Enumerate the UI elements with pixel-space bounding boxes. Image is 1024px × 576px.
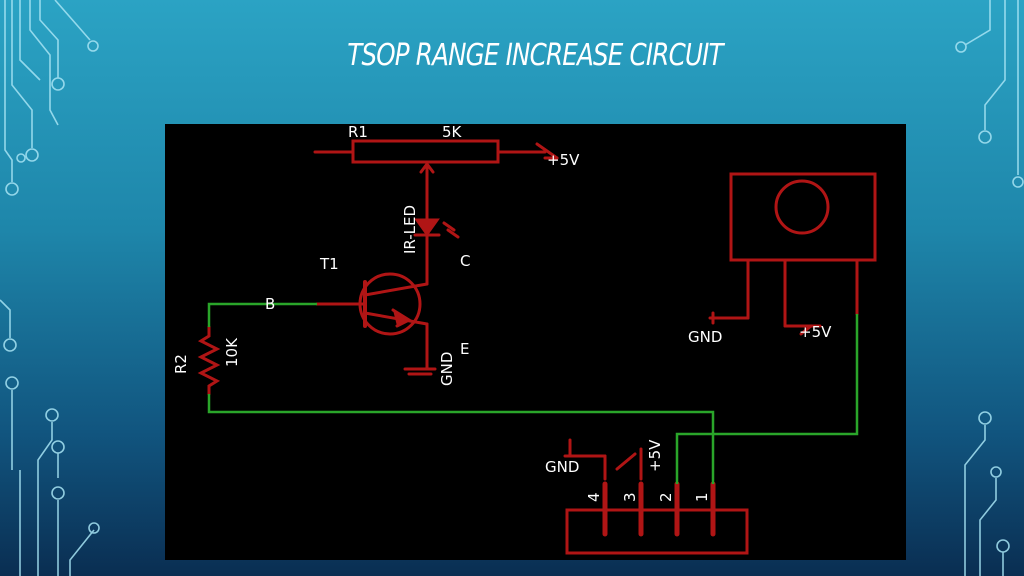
connector-power-arrow xyxy=(615,452,637,471)
transistor-collector-lead xyxy=(363,282,429,297)
r2-to-pin1-wire xyxy=(207,394,715,484)
circuit-schematic: R1 5K +5V T1 B C E IR-LED GND R2 10K GND… xyxy=(165,124,906,560)
emitter-label: E xyxy=(460,340,469,358)
header-connector-body xyxy=(565,508,749,555)
base-label: B xyxy=(265,295,275,313)
r2-resistor-zigzag xyxy=(197,325,221,396)
tsop-power-label: +5V xyxy=(799,323,832,341)
emitter-gnd-label: GND xyxy=(438,352,456,386)
ir-led-label: IR-LED xyxy=(401,205,419,254)
r1-power-label: +5V xyxy=(547,151,580,169)
r2-name-label: R2 xyxy=(172,354,190,374)
r2-value-label: 10K xyxy=(223,337,241,367)
r1-resistor-body xyxy=(351,139,500,164)
tsop-lens xyxy=(774,179,830,235)
base-wire-green xyxy=(207,302,317,327)
connector-gnd-label: GND xyxy=(545,458,579,476)
connector-pin-label: 2 xyxy=(657,492,675,502)
collector-label: C xyxy=(460,252,470,270)
connector-pin-label: 1 xyxy=(693,492,711,502)
r1-value-label: 5K xyxy=(442,124,463,141)
connector-power-label: +5V xyxy=(646,439,664,472)
connector-pin-label: 4 xyxy=(585,492,603,502)
tsop-to-pin2-wire xyxy=(675,314,859,484)
tsop-sensor-body xyxy=(729,172,877,262)
r1-power-arrow xyxy=(535,142,559,160)
slide-title: TSOP RANGE INCREASE CIRCUIT xyxy=(347,38,723,73)
ir-led-symbol xyxy=(414,218,440,237)
tsop-gnd-label: GND xyxy=(688,328,722,346)
transistor-t1-body xyxy=(358,272,422,336)
connector-pin-label: 3 xyxy=(621,492,639,502)
r1-name-label: R1 xyxy=(348,124,368,141)
transistor-name-label: T1 xyxy=(319,255,339,273)
